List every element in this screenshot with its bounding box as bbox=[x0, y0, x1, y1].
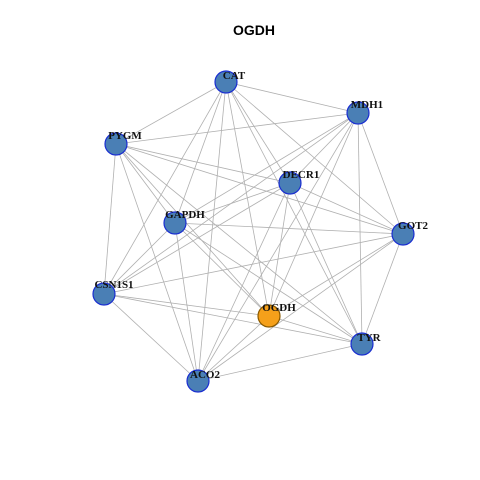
node-aco2[interactable]: ACO2 bbox=[186, 369, 220, 393]
node-mdh1[interactable]: MDH1 bbox=[346, 99, 383, 125]
node-label-mdh1: MDH1 bbox=[351, 99, 383, 111]
edge-csn1s1-aco2 bbox=[103, 293, 199, 382]
node-label-csn1s1: CSN1S1 bbox=[94, 279, 133, 291]
node-circle-cat[interactable] bbox=[214, 70, 238, 94]
node-csn1s1[interactable]: CSN1S1 bbox=[92, 279, 134, 306]
edge-cat-mdh1 bbox=[225, 81, 359, 114]
edge-pygm-decr1 bbox=[115, 143, 291, 184]
diagram-title: OGDH bbox=[233, 22, 275, 38]
node-tyr[interactable]: TYR bbox=[350, 332, 382, 356]
edge-cat-pygm bbox=[115, 81, 227, 145]
edge-cat-gapdh bbox=[174, 81, 227, 224]
edge-gapdh-aco2 bbox=[174, 222, 199, 382]
node-circle-got2[interactable] bbox=[391, 222, 415, 246]
edge-pygm-csn1s1 bbox=[103, 143, 117, 295]
edge-pygm-gapdh bbox=[115, 143, 176, 224]
edge-got2-aco2 bbox=[197, 233, 404, 382]
edge-mdh1-gapdh bbox=[174, 112, 359, 224]
node-circle-mdh1[interactable] bbox=[346, 101, 370, 125]
node-circle-aco2[interactable] bbox=[186, 369, 210, 393]
edge-csn1s1-ogdh bbox=[103, 293, 270, 317]
node-label-cat: CAT bbox=[223, 70, 246, 82]
edge-cat-csn1s1 bbox=[103, 81, 227, 295]
edge-gapdh-tyr bbox=[174, 222, 363, 345]
edge-decr1-tyr bbox=[289, 182, 363, 345]
node-circle-csn1s1[interactable] bbox=[92, 282, 116, 306]
edge-decr1-ogdh bbox=[268, 182, 291, 317]
edge-ogdh-aco2 bbox=[197, 315, 270, 382]
edge-gapdh-got2 bbox=[174, 222, 404, 235]
edge-ogdh-tyr bbox=[268, 315, 363, 345]
edge-cat-ogdh bbox=[225, 81, 270, 317]
node-cat[interactable]: CAT bbox=[214, 70, 246, 94]
edge-gapdh-csn1s1 bbox=[103, 222, 176, 295]
node-pygm[interactable]: PYGM bbox=[104, 130, 142, 156]
node-circle-pygm[interactable] bbox=[104, 132, 128, 156]
node-label-tyr: TYR bbox=[357, 332, 381, 344]
edge-decr1-csn1s1 bbox=[103, 182, 291, 295]
edge-got2-csn1s1 bbox=[103, 233, 404, 295]
edge-decr1-gapdh bbox=[174, 182, 291, 224]
edge-decr1-got2 bbox=[289, 182, 404, 235]
edge-mdh1-ogdh bbox=[268, 112, 359, 317]
edge-cat-decr1 bbox=[225, 81, 291, 184]
node-gapdh[interactable]: GAPDH bbox=[163, 209, 205, 235]
node-label-decr1: DECR1 bbox=[283, 169, 320, 181]
edge-mdh1-aco2 bbox=[197, 112, 359, 382]
node-circle-gapdh[interactable] bbox=[163, 211, 187, 235]
node-ogdh[interactable]: OGDH bbox=[257, 302, 296, 328]
node-circle-tyr[interactable] bbox=[350, 332, 374, 356]
edge-mdh1-decr1 bbox=[289, 112, 359, 184]
node-label-ogdh: OGDH bbox=[262, 302, 296, 314]
edge-decr1-aco2 bbox=[197, 182, 291, 382]
edge-csn1s1-tyr bbox=[103, 293, 363, 345]
edge-got2-tyr bbox=[361, 233, 404, 345]
edge-gapdh-ogdh bbox=[174, 222, 270, 317]
node-label-gapdh: GAPDH bbox=[165, 209, 205, 221]
edge-cat-tyr bbox=[225, 81, 363, 345]
node-label-aco2: ACO2 bbox=[190, 369, 220, 381]
node-label-pygm: PYGM bbox=[108, 130, 142, 142]
node-decr1[interactable]: DECR1 bbox=[278, 169, 320, 195]
node-label-got2: GOT2 bbox=[398, 220, 428, 232]
edge-mdh1-got2 bbox=[357, 112, 404, 235]
node-circle-decr1[interactable] bbox=[278, 171, 302, 195]
node-circle-ogdh[interactable] bbox=[257, 304, 281, 328]
edge-pygm-ogdh bbox=[115, 143, 270, 317]
edge-cat-aco2 bbox=[197, 81, 227, 382]
edge-mdh1-tyr bbox=[357, 112, 363, 345]
edge-pygm-got2 bbox=[115, 143, 404, 235]
edge-mdh1-pygm bbox=[115, 112, 359, 145]
edge-got2-ogdh bbox=[268, 233, 404, 317]
edge-layer bbox=[103, 81, 404, 382]
edge-tyr-aco2 bbox=[197, 343, 363, 382]
node-got2[interactable]: GOT2 bbox=[391, 220, 428, 246]
edge-pygm-tyr bbox=[115, 143, 363, 345]
